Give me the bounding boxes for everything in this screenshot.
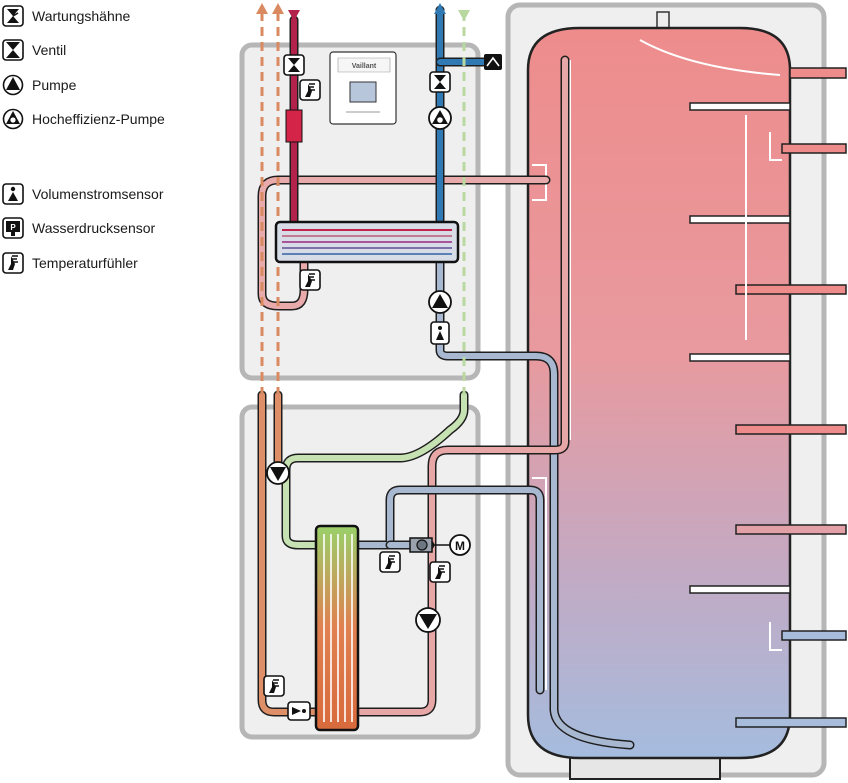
- legend-label: Hocheffizienz-Pumpe: [32, 111, 165, 127]
- legend-label: Volumenstromsensor: [32, 186, 164, 202]
- flow-arrows: [256, 3, 470, 21]
- legend-item-water-pressure-sensor: P Wasserdrucksensor: [2, 216, 155, 240]
- flow-sensor-icon: [2, 183, 24, 205]
- controller-brand: Vaillant: [352, 63, 377, 70]
- temperature-sensor-icon: [263, 675, 285, 697]
- tank-port-7: [735, 717, 847, 728]
- temperature-sensor-icon: [299, 79, 321, 101]
- tank-port-4: [735, 424, 847, 435]
- controller: Vaillant: [329, 51, 397, 125]
- legend-label: Wartungshähne: [32, 8, 131, 24]
- legend-item-high-efficiency-pump: Hocheffizienz-Pumpe: [2, 107, 165, 131]
- maintenance-tap-icon: [283, 54, 305, 76]
- temperature-sensor-icon: [429, 561, 451, 583]
- maintenance-tap-icon: [2, 5, 24, 27]
- tank-sensor-sleeve-2: [689, 215, 791, 224]
- pump-icon: [415, 607, 441, 633]
- pump-icon: [2, 74, 24, 96]
- valve-icon: [484, 54, 502, 70]
- tank-port-2: [781, 143, 847, 154]
- tank-sensor-sleeve-1: [689, 102, 791, 111]
- motor-icon: [449, 534, 471, 556]
- pump-icon: [266, 461, 290, 485]
- pump-icon: [428, 290, 452, 314]
- legend-item-flow-sensor: Volumenstromsensor: [2, 182, 164, 206]
- temperature-sensor-icon: [379, 551, 401, 573]
- high-efficiency-pump-icon: [2, 108, 24, 130]
- legend-label: Ventil: [32, 42, 67, 58]
- tank-sensor-sleeve-3: [689, 353, 791, 362]
- dashed-lines: [260, 12, 466, 395]
- legend-item-maintenance-tap: Wartungshähne: [2, 4, 130, 28]
- pipes: [257, 5, 635, 750]
- temperature-sensor-icon: [2, 252, 24, 274]
- legend-label: Wasserdrucksensor: [32, 220, 156, 236]
- storage-tank: [526, 26, 792, 760]
- water-pressure-sensor-icon: P: [2, 217, 24, 239]
- legend-item-temperature-sensor: Temperaturfühler: [2, 251, 138, 275]
- valve-icon: [2, 39, 24, 61]
- svg-text:P: P: [10, 223, 16, 232]
- tank-internal-lines: [532, 39, 782, 690]
- tank-port-5: [735, 524, 847, 535]
- legend-label: Temperaturfühler: [32, 255, 138, 271]
- tank-port-1: [789, 67, 847, 79]
- arrow-down-icon: [288, 10, 300, 21]
- legend-item-valve: Ventil: [2, 38, 66, 62]
- upper-heat-exchanger: [274, 220, 460, 264]
- arrow-up-icon: [256, 3, 268, 14]
- motor-label: M: [455, 539, 465, 553]
- high-efficiency-pump-icon: [428, 106, 452, 130]
- maintenance-tap-icon: [429, 71, 451, 93]
- arrow-up-icon: [272, 3, 284, 14]
- legend-item-pump: Pumpe: [2, 73, 76, 97]
- temperature-sensor-icon: [299, 269, 321, 291]
- tank-port-6: [781, 630, 847, 641]
- tank-sensor-sleeve-4: [689, 585, 791, 594]
- mixing-valve: [285, 109, 303, 143]
- flow-sensor-icon: [430, 321, 450, 345]
- arrow-up-icon: [434, 3, 446, 14]
- tank-connections: [689, 67, 847, 728]
- tank-top-connection: [656, 11, 670, 29]
- legend: Wartungshähne Ventil Pumpe Hocheffizienz…: [0, 0, 240, 290]
- arrow-down-icon: [458, 10, 470, 21]
- legend-label: Pumpe: [32, 77, 77, 93]
- motor-valve: M: [409, 534, 471, 556]
- lower-heat-exchanger: [314, 524, 360, 732]
- flow-sensor-icon: [287, 701, 311, 721]
- tank-port-3: [735, 284, 847, 295]
